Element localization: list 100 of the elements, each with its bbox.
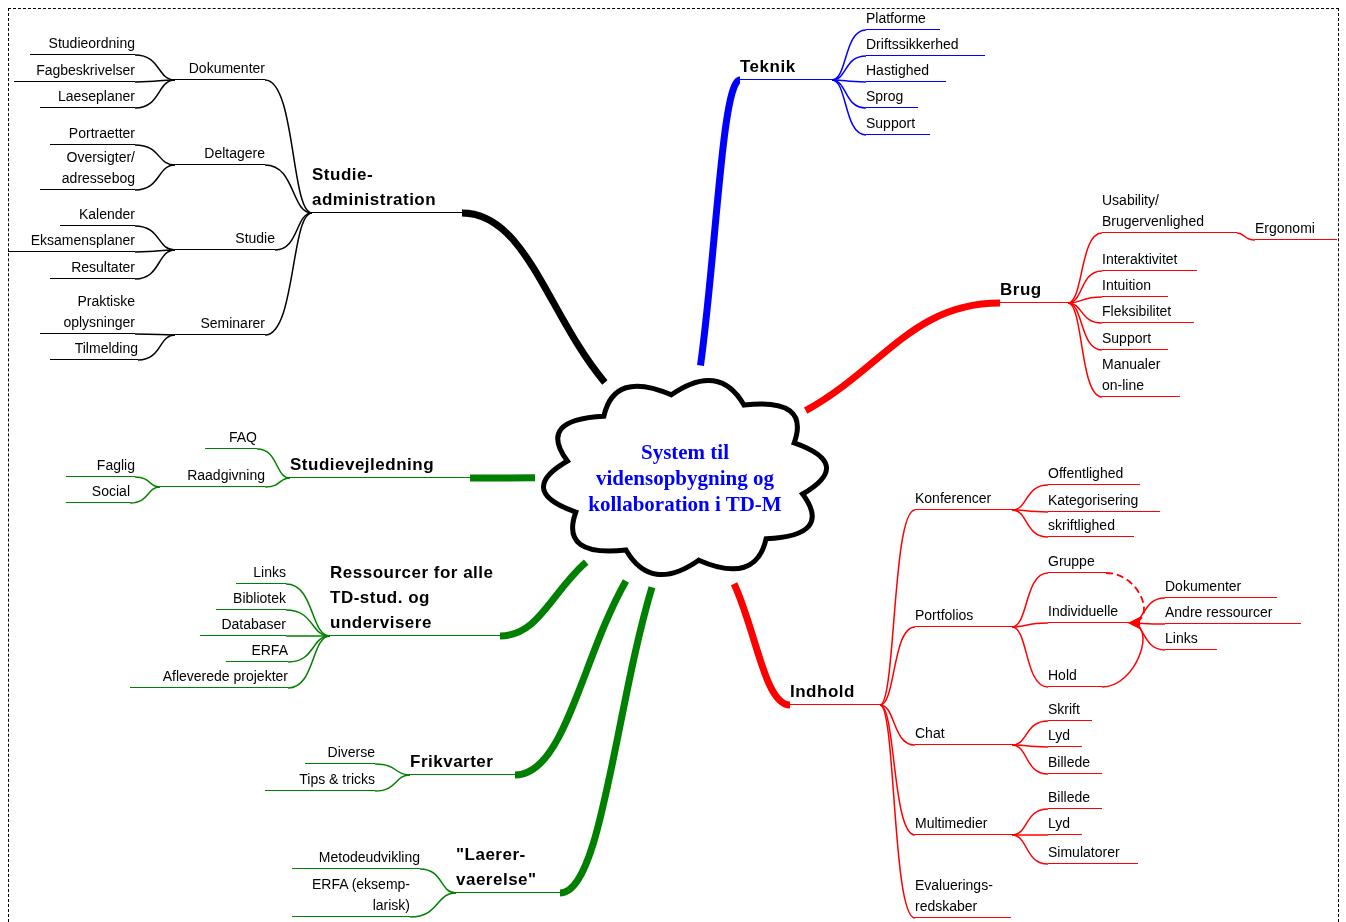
topic-label: Portraetter: [50, 124, 135, 145]
topic-label: Lyd: [1048, 726, 1082, 747]
topic-label: Usability/ Brugervenlighed: [1102, 191, 1237, 233]
topic-label: Support: [866, 114, 930, 135]
branch-line: [287, 635, 331, 663]
branch-line: [1067, 232, 1103, 304]
branch-line: [134, 164, 176, 191]
topic-label: ERFA (eksemp- larisk): [292, 875, 410, 917]
topic-label: Hold: [1048, 666, 1102, 687]
topic-label: Offentlighed: [1048, 464, 1140, 485]
branch-line: [1011, 744, 1049, 748]
topic-label: Billede: [1048, 788, 1102, 809]
topic-label: Skrift: [1048, 700, 1092, 721]
topic-label: Bibliotek: [216, 589, 286, 610]
branch-line: [374, 763, 411, 776]
topic-label: Andre ressourcer: [1165, 603, 1301, 624]
branch-line: [499, 559, 589, 640]
branch-line: [831, 79, 867, 136]
branch-line: [1011, 834, 1049, 836]
topic-label: Evaluerings- redskaber: [915, 876, 1011, 918]
branch-line: [134, 249, 176, 280]
branch-line: [264, 164, 313, 214]
topic-label: Praktiske oplysninger: [40, 292, 135, 334]
branch-line: [831, 79, 867, 109]
topic-label: skriftlighed: [1048, 516, 1134, 537]
branch-line: [803, 299, 1001, 414]
branch-line: [264, 79, 313, 214]
branch-line: [879, 509, 916, 706]
branch-line: [1067, 302, 1103, 398]
topic-label: Manualer on-line: [1102, 355, 1180, 397]
topic-label: Platforme: [866, 9, 940, 30]
branch-line: [879, 704, 916, 746]
topic-label: Simulatorer: [1048, 843, 1138, 864]
topic-label: Billede: [1048, 753, 1102, 774]
topic-label: Support: [1102, 329, 1168, 350]
topic-label: Intuition: [1102, 276, 1168, 297]
branch-line: [1236, 232, 1256, 241]
topic-label: Dokumenter: [1165, 577, 1277, 598]
topic-label: Kalender: [60, 205, 135, 226]
branch-label: Studievejledning: [290, 452, 470, 478]
topic-label: Fagbeskrivelser: [14, 61, 135, 82]
branch-line: [287, 635, 331, 689]
topic-label: Dokumenter: [175, 59, 265, 80]
branch-line: [879, 704, 916, 836]
topic-label: Links: [1165, 629, 1217, 650]
branch-line: [1067, 296, 1103, 304]
branch-label: Frikvarter: [410, 749, 515, 775]
branch-label: Indhold: [790, 679, 880, 705]
topic-label: Driftssikkerhed: [866, 35, 985, 56]
branch-line: [264, 212, 313, 336]
topic-label: Lyd: [1048, 814, 1082, 835]
branch-line: [558, 586, 656, 897]
branch-label: Teknik: [740, 54, 832, 80]
topic-label: Eksamensplaner: [8, 231, 135, 252]
topic-label: Portfolios: [915, 606, 1012, 627]
topic-label: Sprog: [866, 87, 918, 108]
topic-label: Chat: [915, 724, 1012, 745]
arrow: [1101, 619, 1144, 688]
branch-line: [730, 582, 791, 709]
topic-label: Kategorisering: [1048, 491, 1160, 512]
topic-label: Gruppe: [1048, 552, 1106, 573]
branch-label: Ressourcer for alle TD-stud. og undervisere: [330, 561, 500, 636]
topic-label: Afleverede projekter: [130, 667, 288, 688]
topic-label: Studie: [175, 229, 275, 250]
topic-label: Ergonomi: [1255, 219, 1337, 240]
topic-label: FAQ: [205, 428, 257, 449]
branch-line: [137, 334, 176, 361]
branch-label: "Laerer- vaerelse": [456, 843, 560, 893]
branch-line: [374, 774, 411, 792]
branch-line: [1011, 622, 1049, 628]
branch-line: [461, 209, 608, 385]
topic-label: Laeseplaner: [40, 87, 135, 108]
topic-label: Interaktivitet: [1102, 250, 1197, 271]
topic-label: Resultater: [50, 258, 135, 279]
topic-label: Deltagere: [175, 144, 265, 165]
topic-label: Fleksibilitet: [1102, 302, 1194, 323]
branch-line: [1011, 509, 1049, 513]
topic-label: Raadgivning: [160, 466, 265, 487]
branch-line: [1067, 302, 1103, 351]
branch-line: [1011, 834, 1049, 865]
topic-label: Databaser: [200, 615, 286, 636]
branch-line: [1011, 744, 1049, 775]
topic-label: ERFA: [226, 641, 288, 662]
branch-line: [514, 579, 629, 779]
branch-label: Brug: [1000, 277, 1068, 303]
branch-line: [129, 486, 161, 504]
branch-label: Studie- administration: [312, 163, 462, 213]
branch-line: [409, 892, 457, 918]
branch-line: [879, 704, 916, 919]
topic-label: Konferencer: [915, 489, 1012, 510]
topic-label: Tips & tricks: [265, 770, 375, 791]
topic-label: Studieordning: [30, 34, 135, 55]
topic-label: Social: [66, 482, 130, 503]
topic-label: Oversigter/ adressebog: [40, 148, 135, 190]
topic-label: Diverse: [305, 743, 375, 764]
branch-line: [134, 476, 161, 488]
branch-line: [264, 477, 291, 488]
branch-line: [879, 626, 916, 706]
topic-label: Hastighed: [866, 61, 946, 82]
branch-line: [134, 79, 176, 109]
